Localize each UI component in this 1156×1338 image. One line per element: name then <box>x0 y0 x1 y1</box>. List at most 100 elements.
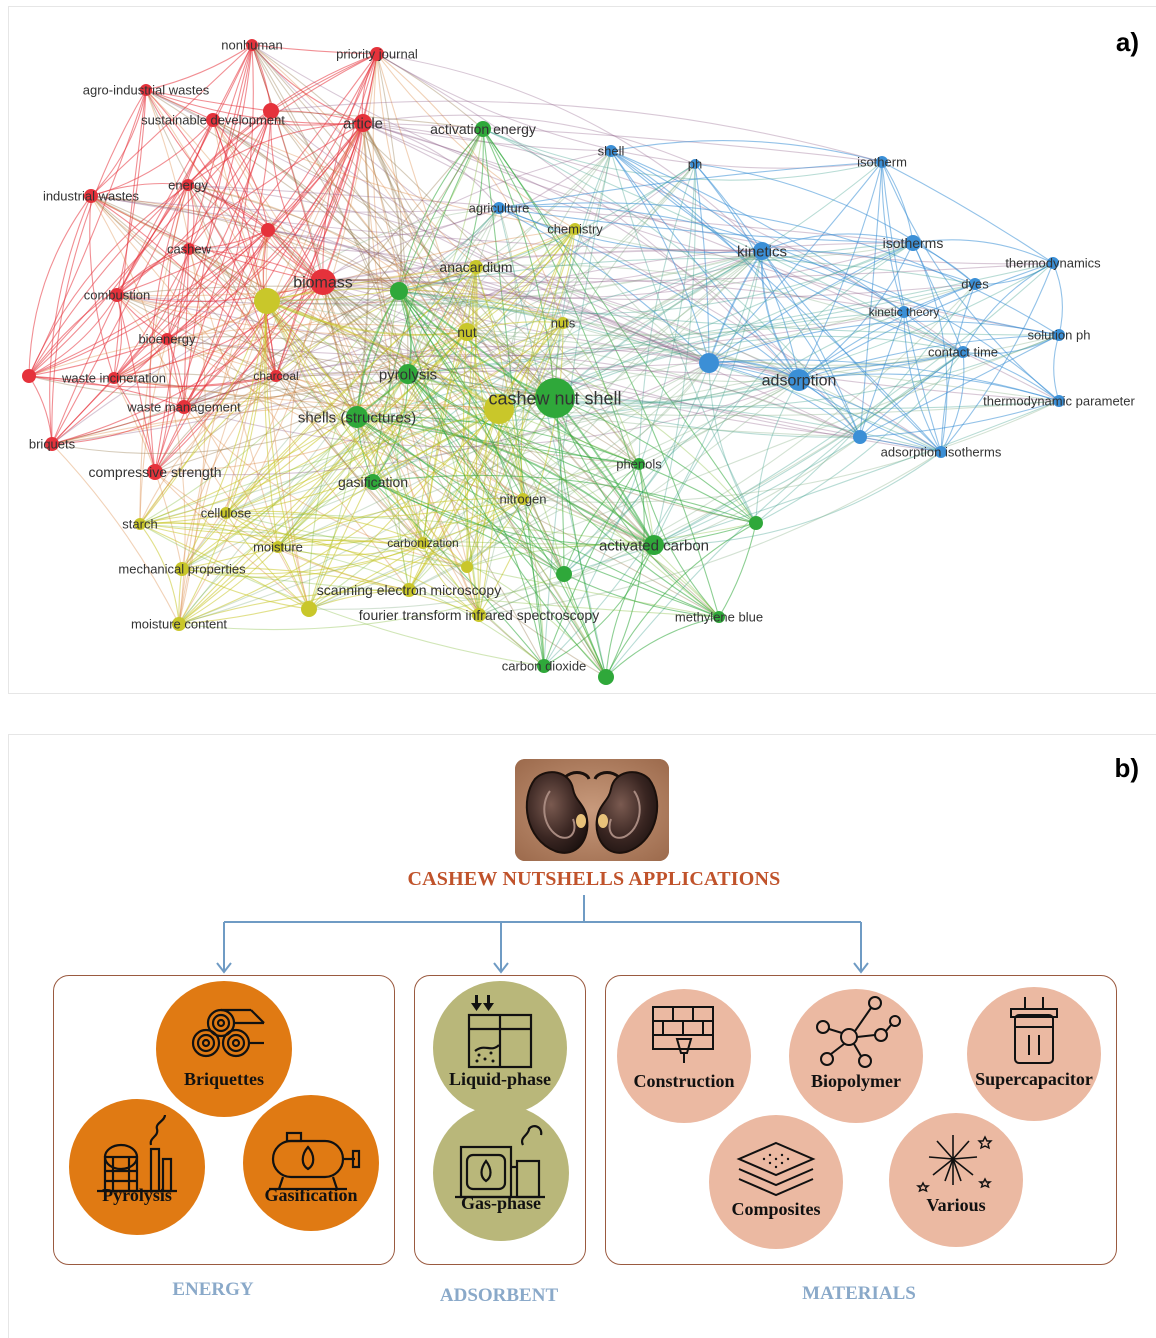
network-edge <box>543 250 763 667</box>
network-node-label: charcoal <box>253 369 298 383</box>
network-edge <box>225 512 655 546</box>
network-node-label: thermodynamics <box>1005 256 1101 271</box>
network-edge <box>708 242 914 364</box>
network-edge <box>178 362 710 625</box>
network-edges <box>28 44 1063 678</box>
network-edge <box>251 44 1054 265</box>
pyrolysis-circle: Pyrolysis <box>69 1099 205 1235</box>
network-edge <box>116 110 272 296</box>
network-node <box>263 103 279 119</box>
network-edge <box>356 416 565 575</box>
network-edge <box>466 250 763 568</box>
network-edge <box>139 229 269 525</box>
network-edge <box>478 379 800 616</box>
pyrolysis-label: Pyrolysis <box>102 1185 172 1205</box>
network-edge <box>28 248 190 377</box>
network-node <box>569 223 581 235</box>
network-edge <box>116 266 477 297</box>
network-edge <box>407 373 607 678</box>
network-edge <box>116 184 189 296</box>
network-edge <box>408 331 468 591</box>
network-edge <box>653 522 757 546</box>
network-node-label: dyes <box>961 277 989 292</box>
network-edge <box>251 44 468 333</box>
network-node <box>556 566 572 582</box>
network-edge <box>251 44 556 399</box>
network-edge <box>51 443 180 625</box>
network-edge <box>181 331 468 570</box>
network-edge <box>798 262 1054 381</box>
network-edge <box>145 89 861 438</box>
liquid-phase-circle: Liquid-phase <box>433 981 567 1115</box>
network-edge <box>139 128 484 525</box>
network-edge <box>28 229 269 377</box>
network-node-label: waste management <box>126 400 241 415</box>
network-edge <box>708 161 883 364</box>
network-edge <box>475 150 612 268</box>
network-edge <box>422 379 800 544</box>
network-edge <box>266 228 576 302</box>
network-edge <box>116 44 253 296</box>
network-edge <box>563 311 905 575</box>
network-edge <box>145 89 268 302</box>
network-edge <box>1052 262 1063 336</box>
network-edge <box>398 290 524 500</box>
composites-circle: Composites <box>709 1115 843 1249</box>
network-node-label: fourier transform infrared spectroscopy <box>359 607 599 623</box>
network-edge <box>859 334 1060 438</box>
network-node-label: mechanical properties <box>118 562 246 577</box>
network-edge <box>212 119 400 292</box>
network-edge <box>362 122 612 152</box>
network-node-label: solution ph <box>1028 328 1091 343</box>
network-edge <box>408 408 500 591</box>
network-edge <box>554 150 612 399</box>
network-node-label: kinetics <box>737 243 787 260</box>
network-edge <box>183 331 468 408</box>
network-edge <box>881 161 914 244</box>
network-node-label: briquets <box>29 437 76 452</box>
network-node-label: contact time <box>928 345 998 360</box>
adsorbent-category-label: ADSORBENT <box>439 1285 559 1306</box>
network-edge <box>277 250 763 548</box>
network-edge <box>181 568 310 610</box>
network-edge <box>322 279 564 324</box>
network-node <box>270 370 282 382</box>
network-edge <box>225 163 696 514</box>
network-edge <box>407 373 429 544</box>
network-node <box>183 243 195 255</box>
network-edge <box>653 436 861 546</box>
network-edge <box>407 283 976 375</box>
network-edge <box>270 100 883 163</box>
network-node-label: bioenergy <box>138 332 196 347</box>
network-edge <box>154 322 564 473</box>
network-edge <box>183 242 914 408</box>
network-edge <box>183 229 269 408</box>
network-node <box>484 394 514 424</box>
network-edge <box>362 122 883 163</box>
network-edge <box>372 53 480 616</box>
network-edge <box>356 416 410 591</box>
network-edge <box>270 53 378 112</box>
network-edge <box>266 287 564 324</box>
network-node <box>633 458 645 470</box>
network-edge <box>187 184 277 377</box>
network-edge <box>466 331 1060 402</box>
network-edge <box>610 150 861 438</box>
network-edge <box>522 250 763 500</box>
network-edge <box>187 184 324 283</box>
network-edge <box>187 184 710 364</box>
network-edge <box>638 163 696 465</box>
network-edge <box>139 300 268 525</box>
network-edge <box>308 408 500 610</box>
briquettes-circle: Briquettes <box>156 981 292 1117</box>
network-edge <box>181 567 480 616</box>
network-edge <box>90 195 400 292</box>
network-node <box>853 430 867 444</box>
network-edge <box>422 522 757 549</box>
network-edge <box>277 542 424 556</box>
network-node-label: carbon dioxide <box>502 659 587 674</box>
network-edge <box>1053 334 1060 402</box>
network-edge <box>212 119 269 231</box>
network-edge <box>139 184 189 525</box>
network-edge <box>563 400 1060 575</box>
